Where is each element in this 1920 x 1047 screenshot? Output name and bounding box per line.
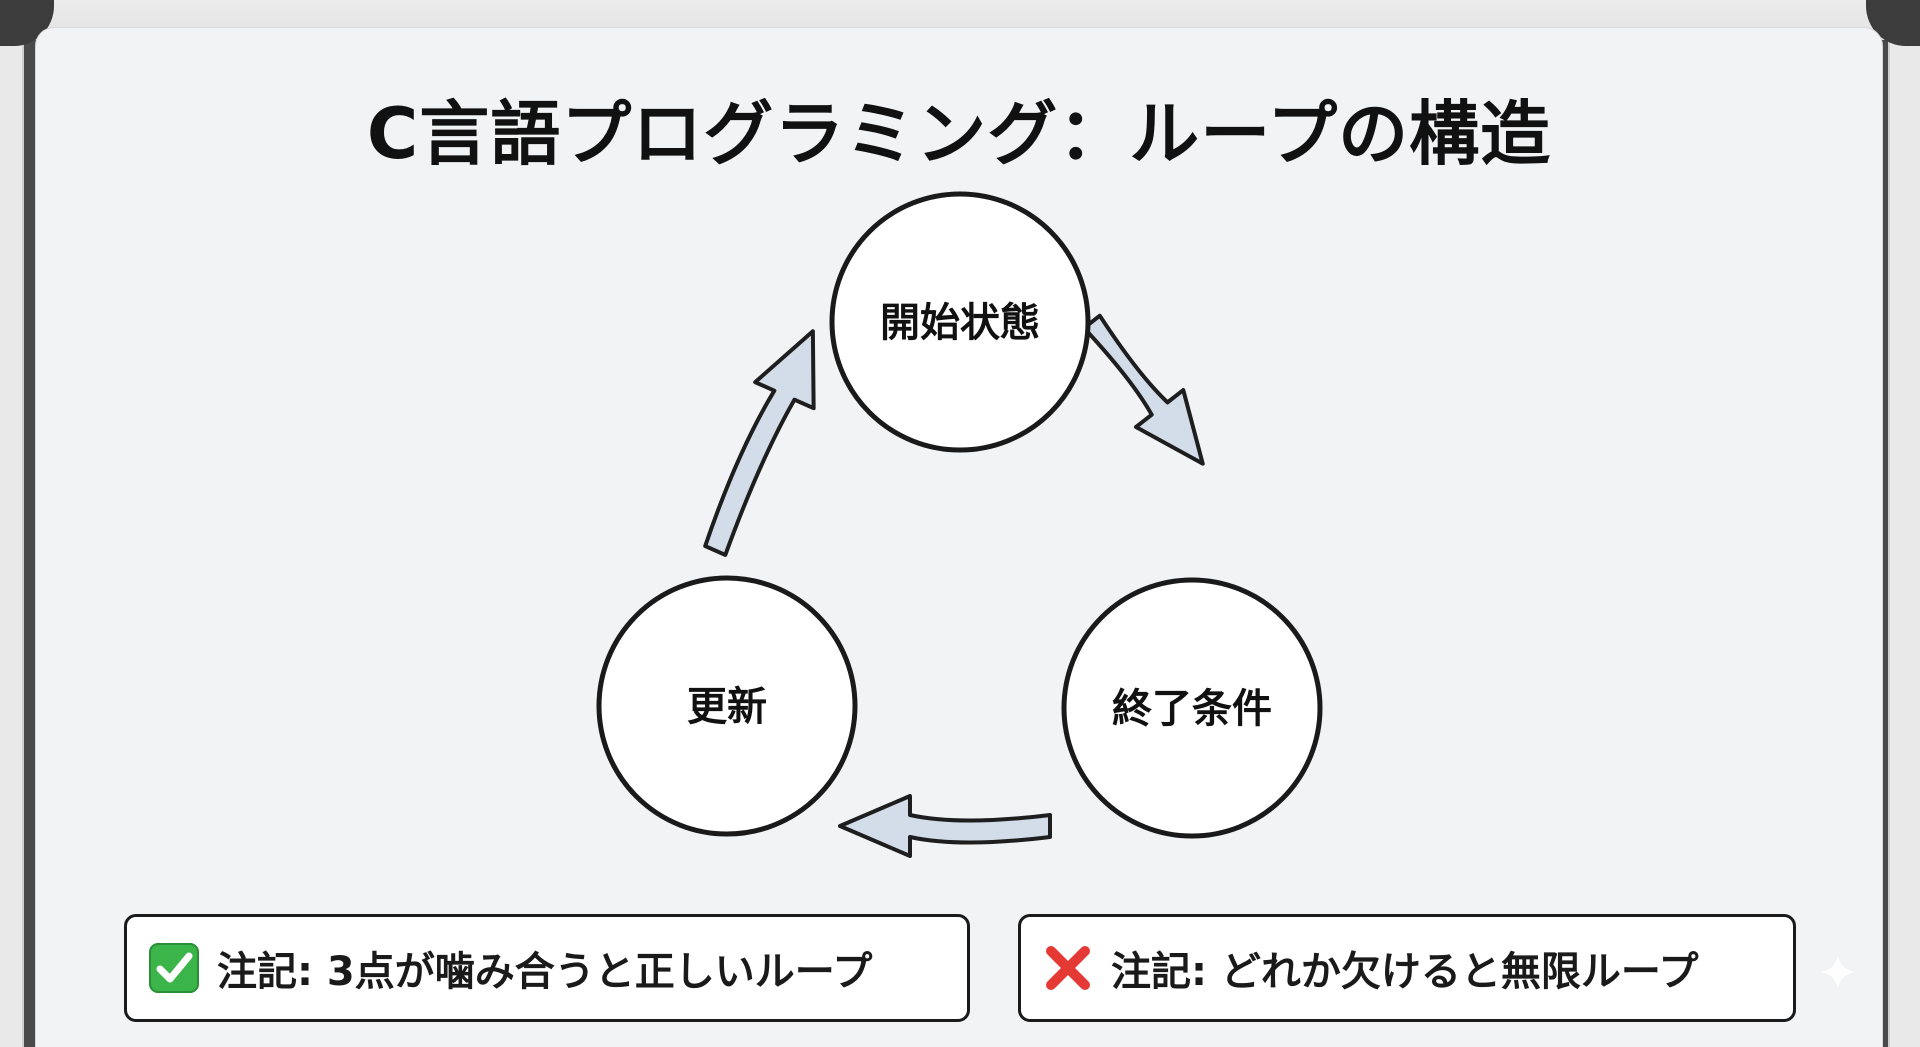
arrow-condition-to-update xyxy=(838,794,1052,858)
node-start-label: 開始状態 xyxy=(880,300,1040,346)
arrow-update-to-start xyxy=(703,329,816,557)
cross-mark-icon xyxy=(1046,946,1090,990)
sparkle-icon xyxy=(1820,954,1856,990)
node-condition: 終了条件 xyxy=(1061,577,1323,839)
check-mark-icon xyxy=(149,943,199,993)
arrow-start-to-condition xyxy=(1082,313,1205,466)
node-update-label: 更新 xyxy=(687,684,767,730)
right-edge xyxy=(1888,0,1920,1047)
node-update: 更新 xyxy=(596,575,858,837)
note-correct-loop-text: 注記: 3点が噛み合うと正しいループ xyxy=(217,949,873,995)
page-title: C言語プログラミング：ループの構造 xyxy=(366,93,1552,175)
left-edge xyxy=(0,0,24,1047)
node-start: 開始状態 xyxy=(829,191,1091,453)
note-correct-loop: 注記: 3点が噛み合うと正しいループ xyxy=(124,914,970,1022)
node-condition-label: 終了条件 xyxy=(1112,686,1272,732)
note-infinite-loop: 注記: どれか欠けると無限ループ xyxy=(1018,914,1796,1022)
note-infinite-loop-text: 注記: どれか欠けると無限ループ xyxy=(1111,949,1699,995)
